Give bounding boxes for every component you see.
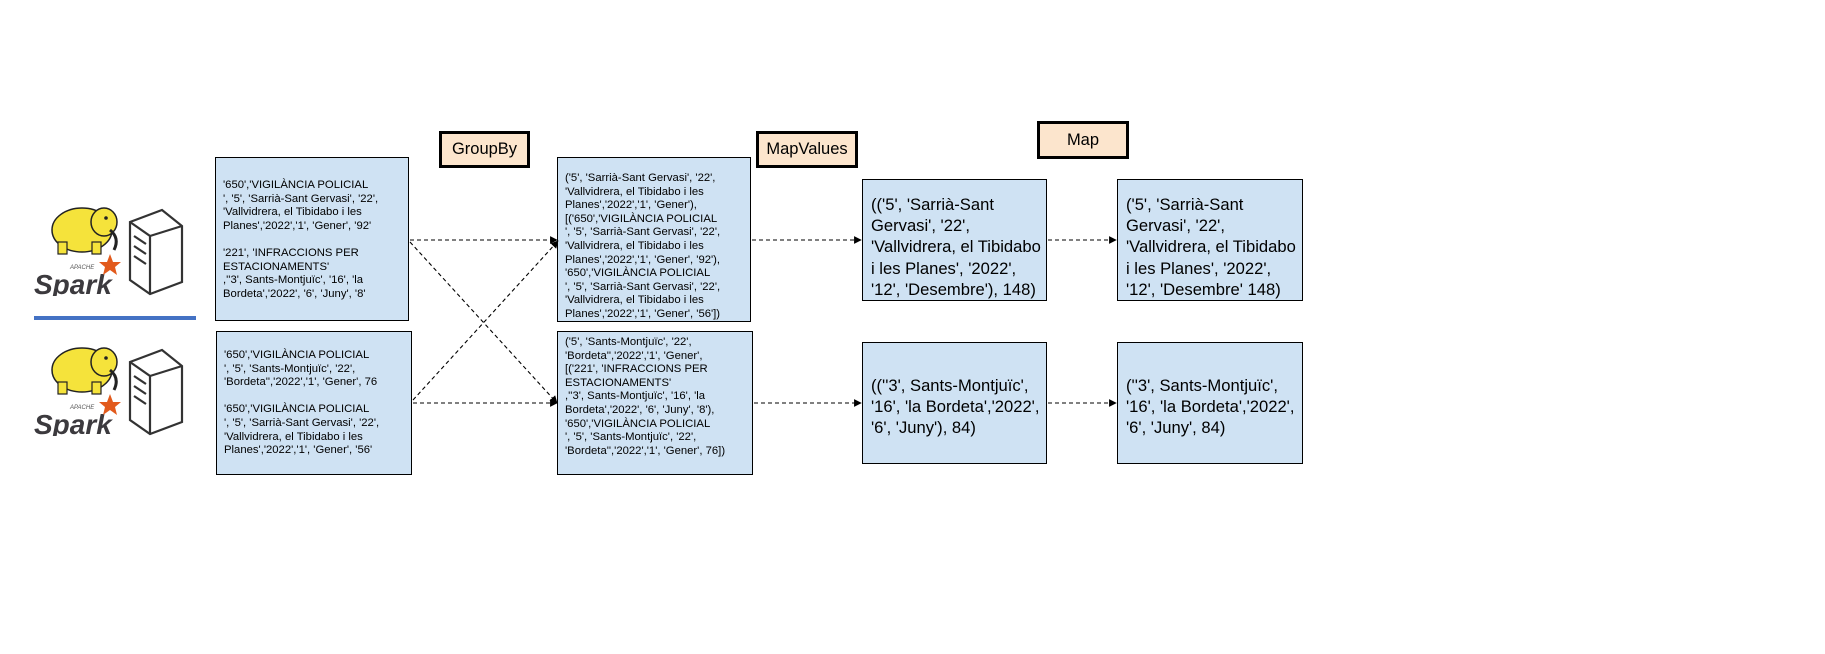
node-divider	[34, 316, 196, 320]
spark-apache-text: APACHE	[69, 405, 95, 411]
spark-text: Spark	[34, 269, 113, 296]
node-2-icons: APACHE Spark	[34, 347, 184, 436]
map-box-1: ('5', 'Sarrià-Sant Gervasi', '22', 'Vall…	[1117, 179, 1303, 301]
server-icon	[128, 208, 184, 296]
input-box-node-1-text: '650','VIGILÀNCIA POLICIAL ', '5', 'Sarr…	[223, 179, 379, 300]
apache-spark-logo: APACHE Spark	[34, 394, 121, 436]
input-box-node-2-text: '650','VIGILÀNCIA POLICIAL ', '5', 'Sant…	[224, 349, 380, 457]
map-box-2: (''3', Sants-Montjuïc', '16', 'la Bordet…	[1117, 342, 1303, 464]
grouped-box-1: ('5', 'Sarrià-Sant Gervasi', '22', 'Vall…	[557, 157, 751, 322]
grouped-box-1-text: ('5', 'Sarrià-Sant Gervasi', '22', 'Vall…	[565, 172, 721, 320]
map-text: Map	[1066, 130, 1100, 149]
grouped-box-2: ('5', 'Sants-Montjuïc', '22', 'Bordeta''…	[557, 331, 753, 475]
input-box-node-2: '650','VIGILÀNCIA POLICIAL ', '5', 'Sant…	[216, 331, 412, 475]
mapvalues-box-1-text: (('5', 'Sarrià-Sant Gervasi', '22', 'Val…	[871, 195, 1041, 299]
groupby-label: GroupBy	[439, 131, 530, 168]
apache-spark-logo: APACHE Spark	[34, 254, 121, 296]
input-box-node-1: '650','VIGILÀNCIA POLICIAL ', '5', 'Sarr…	[215, 157, 409, 321]
mapvalues-label: MapValues	[756, 131, 858, 168]
grouped-box-2-text: ('5', 'Sants-Montjuïc', '22', 'Bordeta''…	[565, 336, 726, 457]
mapvalues-text: MapValues	[766, 140, 848, 158]
server-icon	[128, 348, 184, 436]
hadoop-elephant-logo	[51, 347, 118, 395]
arrow-input2-to-grouped1	[412, 240, 559, 401]
hadoop-elephant-logo	[51, 207, 118, 255]
spark-apache-text: APACHE	[69, 265, 95, 271]
arrow-input1-to-grouped2	[409, 241, 558, 404]
groupby-text: GroupBy	[451, 140, 518, 158]
map-box-2-text: (''3', Sants-Montjuïc', '16', 'la Bordet…	[1126, 376, 1295, 438]
map-label: Map	[1037, 121, 1129, 159]
node-1-icons: APACHE Spark	[34, 207, 184, 296]
spark-text: Spark	[34, 409, 113, 436]
mapvalues-box-2: ((''3', Sants-Montjuïc', '16', 'la Borde…	[862, 342, 1047, 464]
mapvalues-box-2-text: ((''3', Sants-Montjuïc', '16', 'la Borde…	[871, 376, 1040, 438]
map-box-1-text: ('5', 'Sarrià-Sant Gervasi', '22', 'Vall…	[1126, 195, 1296, 299]
mapvalues-box-1: (('5', 'Sarrià-Sant Gervasi', '22', 'Val…	[862, 179, 1047, 301]
